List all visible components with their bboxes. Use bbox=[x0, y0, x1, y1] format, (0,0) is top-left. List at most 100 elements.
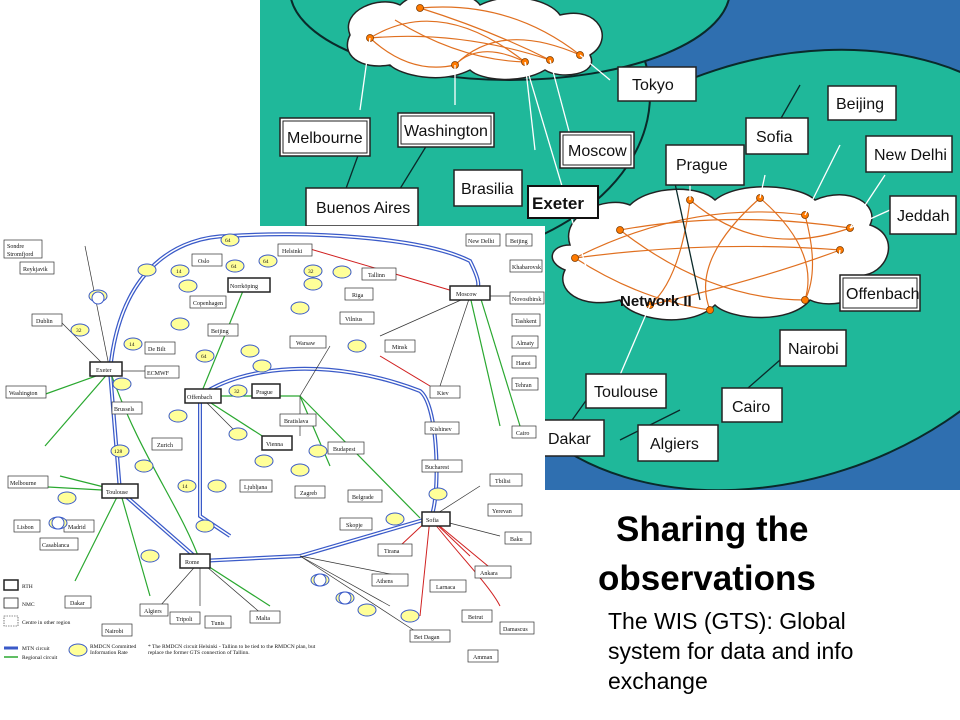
svg-text:Toulouse: Toulouse bbox=[106, 490, 128, 496]
svg-text:Belgrade: Belgrade bbox=[352, 495, 374, 501]
node-label-tokyo: Tokyo bbox=[632, 77, 674, 94]
svg-text:Tallinn: Tallinn bbox=[368, 273, 385, 279]
svg-text:128: 128 bbox=[114, 449, 123, 455]
svg-text:Lisbon: Lisbon bbox=[17, 525, 34, 531]
svg-text:Tunis: Tunis bbox=[211, 621, 225, 627]
svg-text:Casablanca: Casablanca bbox=[42, 543, 70, 549]
svg-text:Budapest: Budapest bbox=[333, 447, 356, 453]
svg-text:Dublin: Dublin bbox=[36, 319, 53, 325]
node-label-offenbach: Offenbach bbox=[846, 286, 920, 303]
node-label-melbourne: Melbourne bbox=[287, 130, 363, 147]
svg-text:Beijing: Beijing bbox=[211, 329, 229, 335]
node-label-jeddah: Jeddah bbox=[897, 208, 950, 225]
top-cloud-links bbox=[369, 6, 581, 68]
slide-subtitle: The WIS (GTS): Global system for data an… bbox=[608, 606, 958, 696]
svg-text:Reykjavik: Reykjavik bbox=[23, 267, 48, 273]
legend-rmdcn: RMDCN Committed Information Rate bbox=[90, 644, 137, 656]
svg-text:Amman: Amman bbox=[473, 655, 492, 661]
svg-text:14: 14 bbox=[182, 484, 188, 490]
node-label-new-delhi: New Delhi bbox=[874, 147, 947, 164]
svg-text:Ljubljana: Ljubljana bbox=[244, 485, 267, 491]
node-box-prague bbox=[665, 144, 745, 186]
svg-text:64: 64 bbox=[201, 354, 207, 360]
svg-text:Vilnius: Vilnius bbox=[345, 317, 363, 323]
node-label-beijing: Beijing bbox=[836, 96, 884, 113]
node-label-buenos-aires: Buenos Aires bbox=[316, 200, 410, 217]
svg-text:Beijing: Beijing bbox=[510, 239, 528, 245]
node-label-washington: Washington bbox=[404, 123, 488, 140]
speed-ellipses bbox=[48, 233, 448, 623]
network-cloud-top bbox=[346, 0, 603, 81]
svg-text:Tehran: Tehran bbox=[515, 383, 532, 389]
rth-box-exeter bbox=[89, 361, 123, 377]
svg-text:Copenhagen: Copenhagen bbox=[193, 301, 223, 307]
rth-box-prague bbox=[251, 383, 281, 399]
map-legend bbox=[3, 579, 88, 658]
subtitle-line-3: exchange bbox=[608, 668, 708, 694]
svg-text:Tashkent: Tashkent bbox=[515, 319, 537, 325]
svg-text:Stromfjord: Stromfjord bbox=[7, 251, 33, 258]
svg-text:Khabarovsk: Khabarovsk bbox=[512, 265, 541, 271]
network-ii-diagram: Tokyo Beijing Melbourne Washington Sofia… bbox=[260, 0, 960, 490]
main-cloud-links bbox=[574, 197, 851, 311]
nmc-boxes bbox=[3, 233, 545, 663]
svg-text:Warsaw: Warsaw bbox=[296, 341, 316, 347]
svg-text:32: 32 bbox=[234, 389, 240, 395]
node-box-beijing bbox=[827, 85, 897, 121]
svg-text:Vienna: Vienna bbox=[266, 442, 283, 448]
svg-text:Cairo: Cairo bbox=[516, 431, 529, 437]
rth-box-rome bbox=[179, 553, 211, 569]
node-label-toulouse: Toulouse bbox=[594, 384, 658, 401]
node-box-cairo bbox=[721, 387, 783, 423]
svg-text:Bet Dagan: Bet Dagan bbox=[414, 635, 440, 641]
legend-nmc: NMC bbox=[22, 602, 35, 608]
svg-text:64: 64 bbox=[263, 259, 269, 265]
city-connectors bbox=[359, 37, 891, 376]
node-box-algiers bbox=[637, 424, 719, 462]
svg-text:Riga: Riga bbox=[352, 293, 364, 299]
svg-text:Melbourne: Melbourne bbox=[10, 481, 37, 487]
svg-text:64: 64 bbox=[231, 264, 237, 270]
svg-text:Minsk: Minsk bbox=[392, 345, 407, 351]
svg-text:Sofia: Sofia bbox=[426, 517, 439, 524]
red-links bbox=[299, 245, 501, 617]
node-label-brasilia: Brasilia bbox=[461, 181, 514, 198]
svg-text:Oslo: Oslo bbox=[198, 259, 209, 265]
node-box-nairobi bbox=[779, 329, 847, 367]
svg-text:Nairobi: Nairobi bbox=[105, 629, 124, 635]
network-ii-label: Network II bbox=[620, 293, 692, 310]
node-box-moscow bbox=[559, 131, 635, 169]
node-box-sofia bbox=[745, 117, 809, 155]
circuit-circles bbox=[51, 291, 352, 605]
svg-text:Helsinki: Helsinki bbox=[282, 249, 303, 255]
node-box-brasilia bbox=[453, 169, 523, 207]
svg-text:32: 32 bbox=[76, 328, 82, 334]
svg-text:Tripoli: Tripoli bbox=[176, 617, 193, 623]
node-box-melbourne bbox=[279, 117, 371, 157]
legend-footnote: * The RMDCN circuit Helsinki - Tallinn t… bbox=[148, 644, 316, 656]
svg-text:De Bilt: De Bilt bbox=[148, 347, 166, 353]
svg-text:Skopje: Skopje bbox=[346, 523, 363, 529]
svg-text:ECMWF: ECMWF bbox=[147, 371, 170, 377]
node-box-dakar bbox=[541, 419, 605, 457]
node-label-algiers: Algiers bbox=[650, 436, 699, 453]
legend-regional: Regional circuit bbox=[22, 655, 58, 661]
node-label-nairobi: Nairobi bbox=[788, 341, 839, 358]
svg-text:Zagreb: Zagreb bbox=[300, 491, 317, 497]
gts-region-map: Exeter Offenbach Toulouse Prague Moscow … bbox=[0, 226, 545, 720]
svg-text:Brussels: Brussels bbox=[114, 407, 135, 413]
svg-text:Rome: Rome bbox=[185, 560, 200, 566]
svg-text:Yerevan: Yerevan bbox=[492, 509, 512, 515]
svg-text:Moscow: Moscow bbox=[456, 292, 477, 298]
svg-text:Athens: Athens bbox=[376, 579, 394, 585]
svg-text:14: 14 bbox=[176, 269, 182, 275]
svg-text:Bucharest: Bucharest bbox=[425, 465, 449, 471]
legend-mtn: MTN circuit bbox=[22, 646, 50, 652]
svg-text:Norrköping: Norrköping bbox=[230, 284, 258, 290]
rth-box-norrkoping bbox=[227, 277, 271, 293]
title-line-2: observations bbox=[598, 559, 816, 598]
svg-text:Zurich: Zurich bbox=[157, 443, 173, 449]
svg-text:Dakar: Dakar bbox=[70, 601, 85, 607]
node-label-exeter: Exeter bbox=[532, 194, 584, 213]
node-box-tokyo bbox=[617, 66, 697, 102]
